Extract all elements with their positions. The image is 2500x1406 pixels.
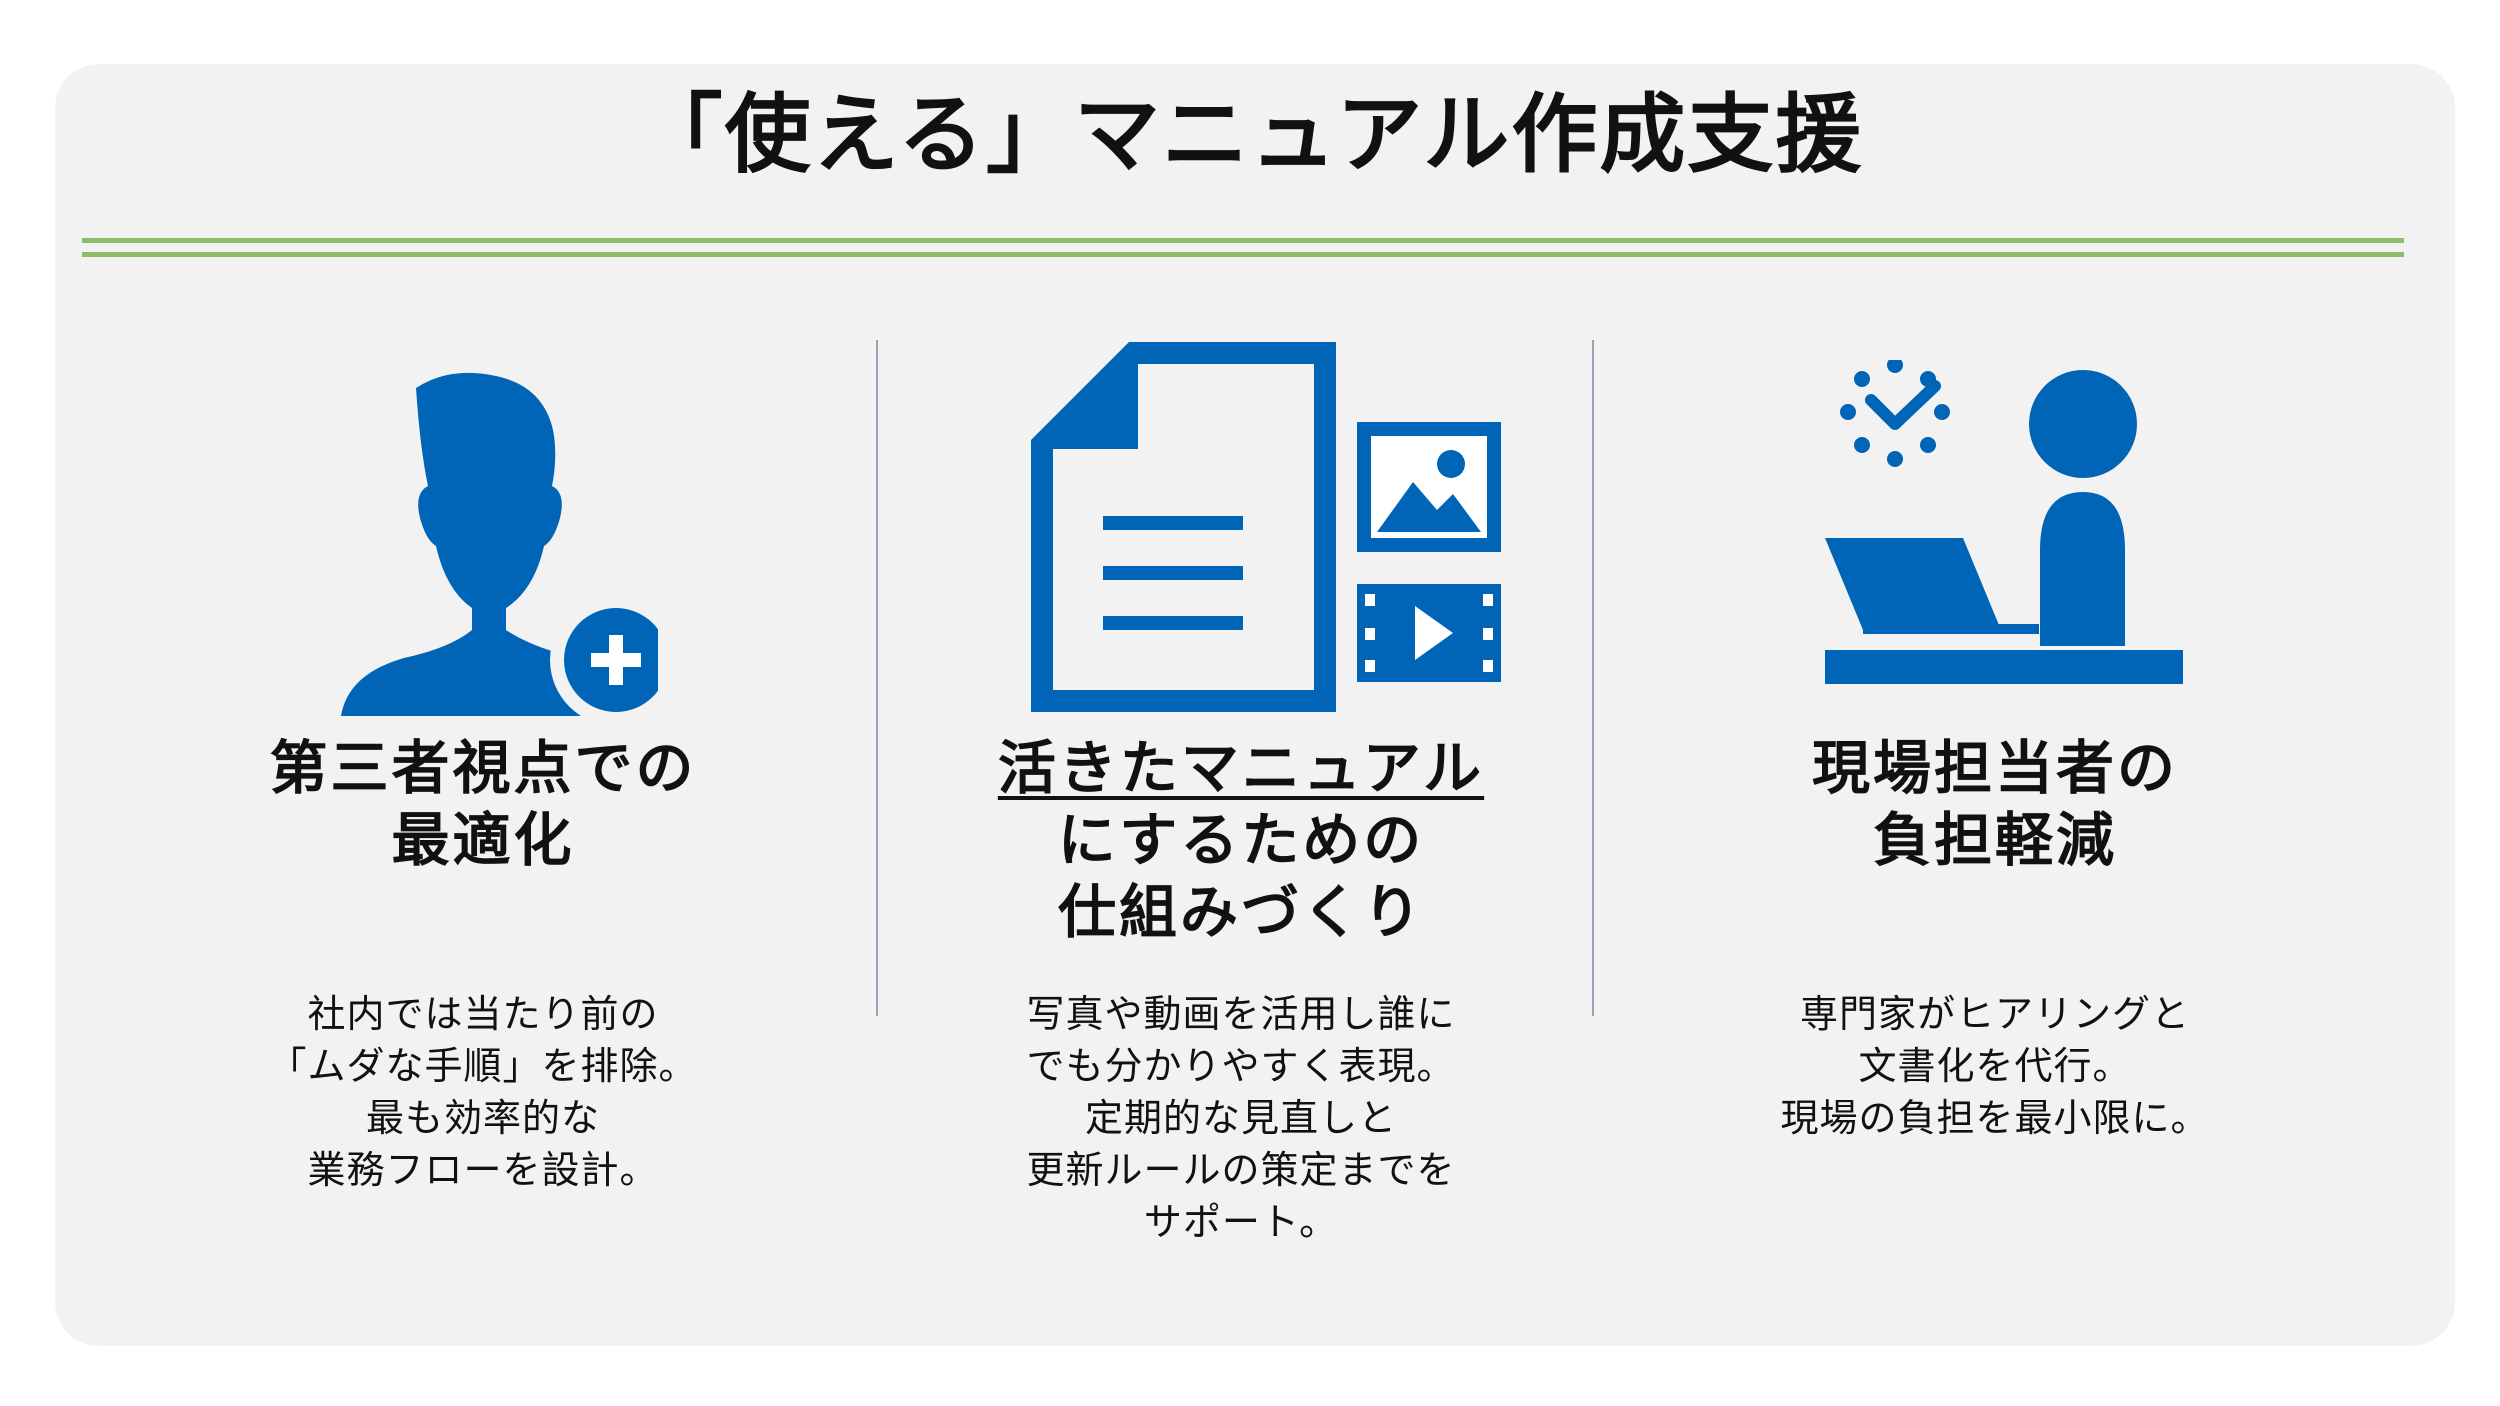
document-media-icon [1031, 342, 1501, 712]
person-laptop-clock-icon [1825, 360, 2183, 684]
feature-column-living-manual: 活きたマニュアル にするための 仕組みづくり 写真や動画を活用し誰に でも分かり… [861, 0, 1621, 1406]
feature-heading: 現場担当者の 負担軽減 [1811, 734, 2178, 874]
feature-heading-underlined: 活きたマニュアル [997, 734, 1485, 802]
feature-description: 専門家がヒアリングと 文書化を代行。 現場の負担を最小限に。 [1780, 992, 2210, 1140]
column-divider-2 [1592, 340, 1594, 1016]
feature-description: 社内では当たり前の 「ムダな手順」を排除。 最も効率的な 業務フローを設計。 [268, 992, 698, 1192]
feature-column-reduce-burden: 現場担当者の 負担軽減 専門家がヒアリングと 文書化を代行。 現場の負担を最小限… [1615, 0, 2375, 1406]
person-add-icon [341, 372, 658, 716]
feature-description: 写真や動画を活用し誰に でも分かりやすく表現。 定期的な見直しと 更新ルールの策… [1026, 992, 1456, 1244]
title-rule-top [82, 238, 2404, 243]
feature-column-third-party: 第三者視点での 最適化 社内では当たり前の 「ムダな手順」を排除。 最も効率的な… [103, 0, 863, 1406]
title-rule-bottom [82, 252, 2404, 257]
column-divider-1 [876, 340, 878, 1016]
page-title: 「使える」マニュアル作成支援 [636, 85, 1864, 185]
feature-heading: 第三者視点での 最適化 [269, 734, 697, 874]
feature-heading: 活きたマニュアル にするための 仕組みづくり [997, 734, 1485, 946]
